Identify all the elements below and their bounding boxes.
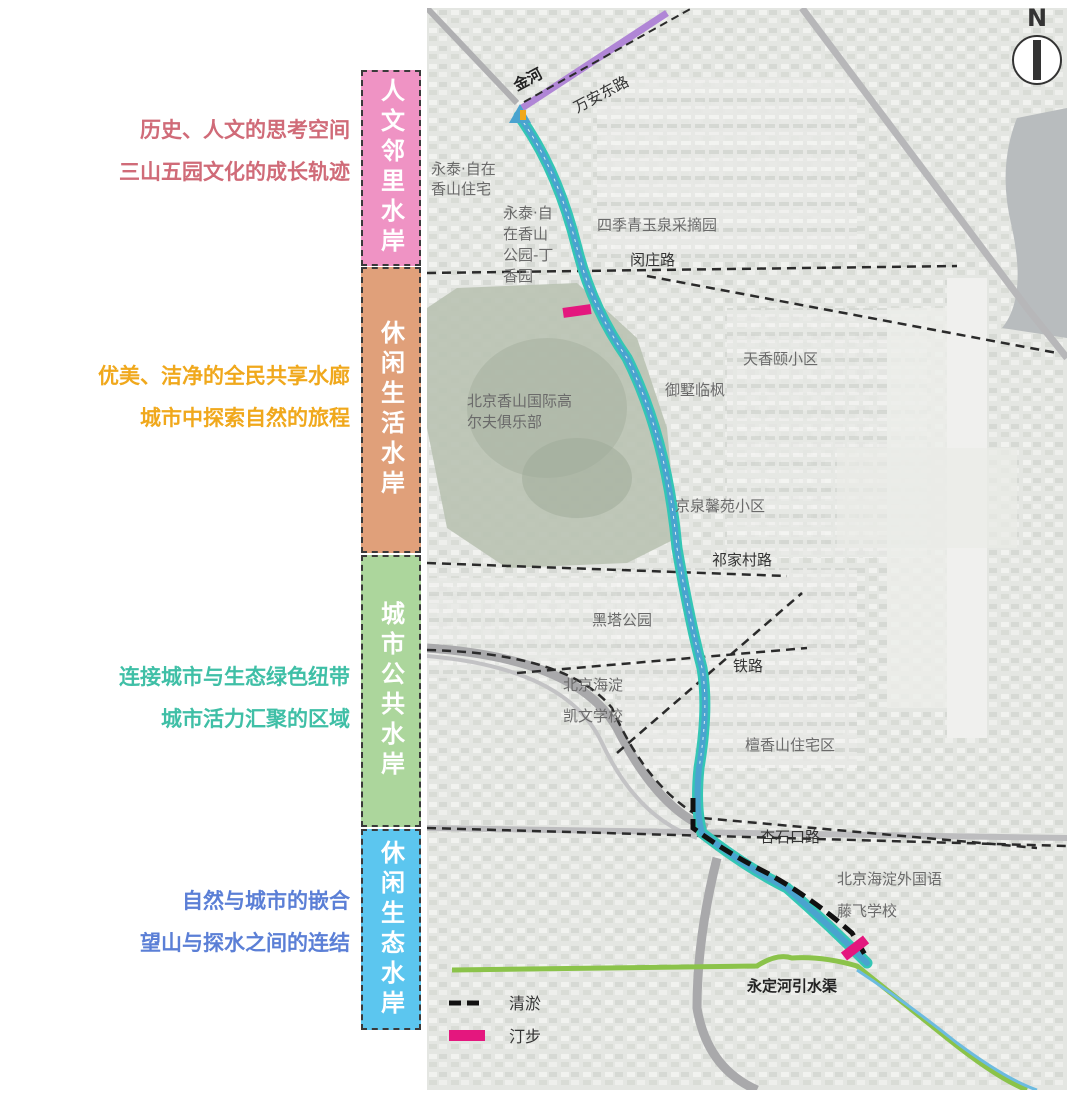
slogan-8: 望山与探水之间的连结 (140, 931, 350, 955)
zone-xiuxian-shenghuo: 休闲生活水岸 (361, 267, 421, 553)
slogan-7: 自然与城市的嵌合 (182, 889, 350, 913)
label-minzhuang-road: 闵庄路 (630, 251, 675, 269)
label-xiangshi-road: 杏石口路 (760, 828, 820, 846)
zone-renwen-label: 人文邻里水岸 (376, 78, 405, 258)
slogan-5: 连接城市与生态绿色纽带 (119, 665, 350, 689)
label-jingquan: 京泉馨苑小区 (675, 497, 765, 515)
label-kaiwen-2: 凯文学校 (563, 707, 623, 725)
site-map: N 金河 万安东路 永泰·自在 香山住宅 永泰·自 在香山 公园-丁 香园 四季… (427, 8, 1067, 1090)
label-tengfei-2: 藤飞学校 (837, 902, 897, 920)
zone-xiuxian-shenghuo-label: 休闲生活水岸 (376, 320, 405, 500)
zone-chengshi-gonggong: 城市公共水岸 (361, 555, 421, 827)
slogan-6: 城市活力汇聚的区域 (161, 707, 350, 731)
label-yongding-channel: 永定河引水渠 (746, 977, 837, 995)
label-tengfei-1: 北京海淀外国语 (837, 870, 942, 888)
north-arrow-icon: N (1012, 8, 1062, 85)
legend-stepping-stone-icon (449, 1030, 485, 1041)
zone-xiuxian-shengtai-label: 休闲生态水岸 (376, 839, 405, 1020)
legend: 清淤 汀步 (449, 994, 541, 1046)
label-tanxiang: 檀香山住宅区 (745, 736, 835, 754)
north-label: N (1027, 8, 1047, 32)
zone-chengshi-gonggong-label: 城市公共水岸 (376, 601, 405, 781)
legend-stepping-stone-label: 汀步 (509, 1027, 541, 1046)
label-yongtai-b3: 公园-丁 (503, 246, 553, 264)
label-yongtai-b4: 香园 (503, 267, 533, 285)
label-kaiwen-1: 北京海淀 (563, 676, 623, 694)
label-siji-orchard: 四季青玉泉采摘园 (597, 216, 717, 234)
label-golf-2: 尔夫俱乐部 (467, 413, 542, 431)
label-qijia-road: 祁家村路 (712, 551, 772, 569)
label-yushu: 御墅临枫 (665, 381, 725, 399)
slogan-4: 城市中探索自然的旅程 (140, 406, 350, 430)
label-railway: 铁路 (733, 657, 763, 675)
legend-dredging-label: 清淤 (509, 994, 541, 1013)
label-yongtai-b1: 永泰·自 (503, 204, 553, 222)
zone-renwen: 人文邻里水岸 (361, 70, 421, 266)
label-tianxiang: 天香颐小区 (743, 350, 818, 368)
label-yongtai-a1: 永泰·自在 (431, 160, 496, 178)
label-yongtai-a2: 香山住宅 (431, 180, 491, 198)
slogan-1: 历史、人文的思考空间 (140, 118, 350, 142)
label-heita-park: 黑塔公园 (592, 611, 652, 629)
zone-xiuxian-shengtai: 休闲生态水岸 (361, 829, 421, 1030)
label-golf-1: 北京香山国际高 (467, 392, 572, 410)
slogan-3: 优美、洁净的全民共享水廊 (98, 364, 350, 388)
label-yongtai-b2: 在香山 (503, 225, 548, 243)
slogan-2: 三山五园文化的成长轨迹 (119, 160, 350, 184)
